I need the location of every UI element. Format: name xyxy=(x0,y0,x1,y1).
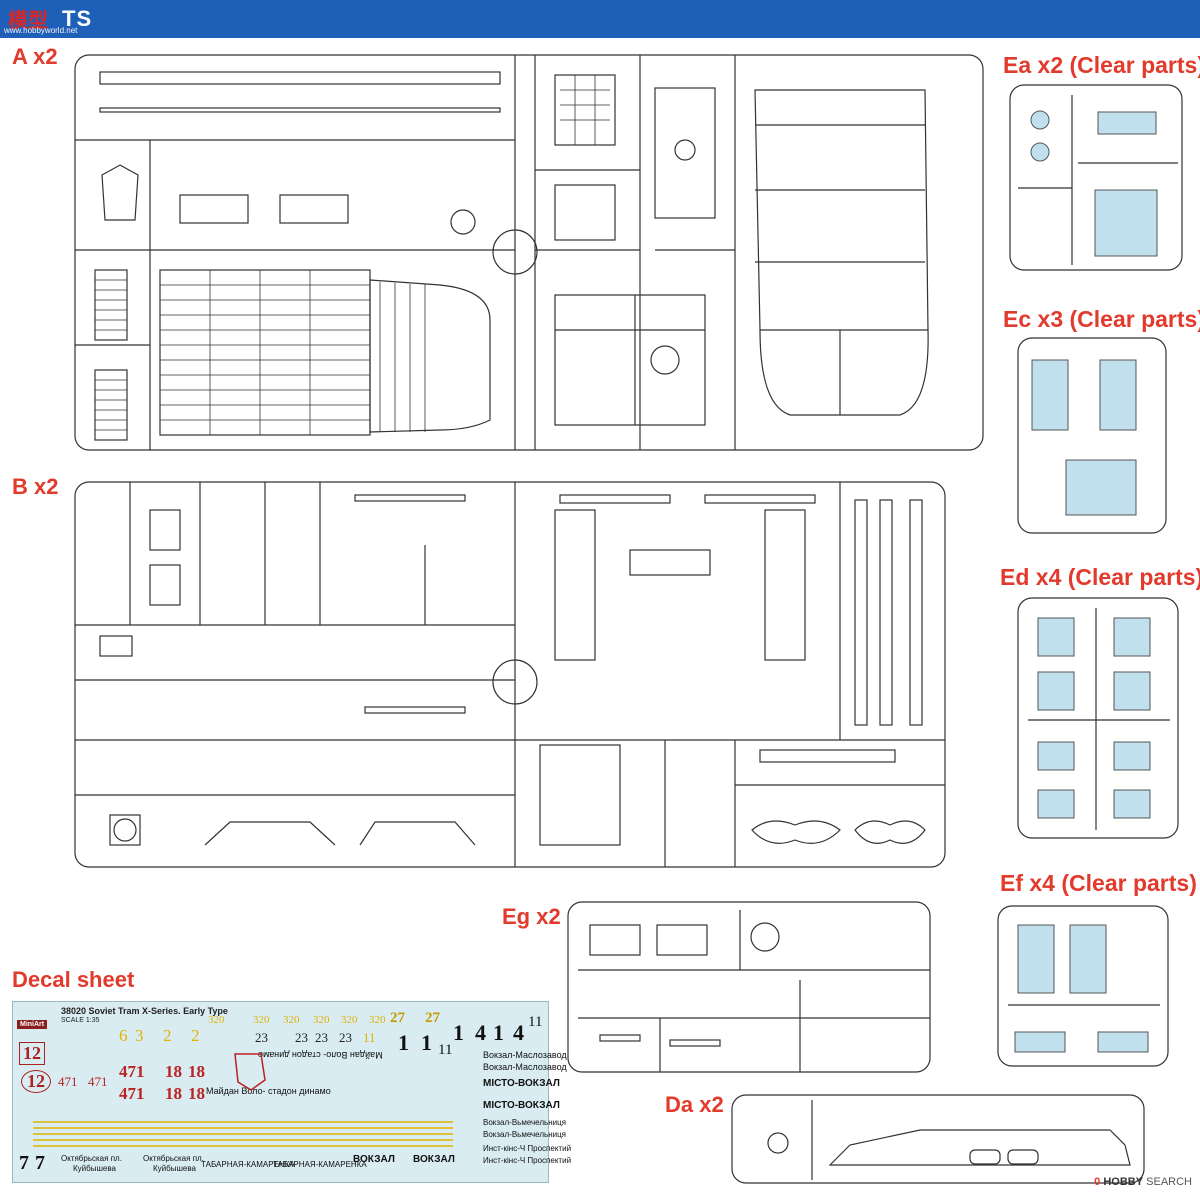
decal-route: Вокзал-Вьмечельниця xyxy=(483,1118,566,1127)
decal-route: Вокзал-Маслозавод xyxy=(483,1050,567,1060)
label-sprue-ef: Ef x4 (Clear parts) xyxy=(1000,870,1197,896)
decal-number: 2 xyxy=(163,1026,172,1045)
decal-stop: Куйбышева xyxy=(73,1164,116,1173)
sprue-eg-frame xyxy=(567,901,931,1073)
decal-number: 4 xyxy=(513,1020,524,1045)
decal-number: 4 xyxy=(475,1020,486,1045)
decal-number: 27 xyxy=(425,1010,440,1026)
decal-number: 18 xyxy=(165,1062,182,1081)
decal-number: 320 xyxy=(283,1014,300,1026)
label-sprue-b: B x2 xyxy=(12,474,59,499)
decal-number: 23 xyxy=(295,1030,308,1045)
decal-stop: Октябрьская пл. xyxy=(143,1154,204,1163)
decal-route: Инст-кінс-Ч Проспектий xyxy=(483,1144,572,1153)
decal-route: Вокзал-Вьмечельниця xyxy=(483,1130,566,1139)
decal-number: 320 xyxy=(253,1014,270,1026)
decal-route: МІСТО-ВОКЗАЛ xyxy=(483,1100,560,1111)
decal-number: 11 xyxy=(363,1030,376,1045)
sprue-ec-frame xyxy=(1017,337,1167,534)
decal-number: 2 xyxy=(191,1026,200,1045)
decal-stripes xyxy=(33,1053,453,1147)
footer-brand-2: SEARCH xyxy=(1146,1176,1192,1188)
footer-brand: HOBBY xyxy=(1103,1176,1144,1188)
label-decal-sheet: Decal sheet xyxy=(12,967,135,992)
page-title: TS xyxy=(62,6,93,31)
decal-number: 23 xyxy=(315,1030,328,1045)
sprue-b-frame xyxy=(74,481,946,868)
decal-sheet: 38020 Soviet Tram X-Series. Early Type M… xyxy=(12,1001,571,1183)
footer-watermark: 0 HOBBY SEARCH xyxy=(1094,1176,1192,1188)
decal-stop: ТАБАРНАЯ-КАМАРЕНКА xyxy=(273,1160,367,1169)
logo-subtext: www.hobbyworld.net xyxy=(4,26,78,35)
decal-number: 471 xyxy=(119,1062,145,1081)
decal-stop: ВОКЗАЛ xyxy=(353,1154,395,1165)
decal-number: 11 xyxy=(528,1014,543,1030)
decal-number: 11 xyxy=(438,1042,453,1058)
decal-number: 320 xyxy=(341,1014,358,1026)
sprue-a-frame xyxy=(74,54,984,451)
decal-route-box-12: 12 xyxy=(19,1042,45,1065)
decal-number: 1 xyxy=(421,1030,432,1055)
decal-number: 6 xyxy=(119,1026,128,1045)
decal-number: 7 xyxy=(19,1152,29,1174)
label-sprue-da: Da x2 xyxy=(665,1092,724,1117)
decal-stop: ТАБАРНАЯ-КАМАРЕНКА xyxy=(201,1160,295,1169)
label-sprue-eg: Eg x2 xyxy=(502,904,561,929)
decal-number: 1 xyxy=(493,1020,504,1045)
decal-number: 320 xyxy=(313,1014,330,1026)
decal-number: 1 xyxy=(398,1030,409,1055)
label-sprue-ea: Ea x2 (Clear parts) xyxy=(1003,52,1200,78)
header-bar: 模型 www.hobbyworld.net TS xyxy=(0,0,1200,38)
decal-number: 23 xyxy=(339,1030,352,1045)
footer-count: 0 xyxy=(1094,1176,1101,1188)
decal-route: Инст-кінс-Ч Проспектий xyxy=(483,1156,572,1165)
decal-stop: Куйбышева xyxy=(153,1164,196,1173)
decal-number: 320 xyxy=(208,1014,225,1026)
decal-stop: Октябрьская пл. xyxy=(61,1154,122,1163)
decal-route-circle-12: 12 xyxy=(21,1070,51,1093)
decal-route: Вокзал-Маслозавод xyxy=(483,1062,567,1072)
logo-text: 模型 xyxy=(8,8,48,32)
site-logo: 模型 www.hobbyworld.net xyxy=(4,4,77,36)
decal-number: 23 xyxy=(255,1030,268,1045)
decal-brand: MiniArt xyxy=(17,1020,48,1029)
decal-number: 7 xyxy=(35,1152,45,1174)
decal-header: 38020 Soviet Tram X-Series. Early Type xyxy=(61,1006,228,1016)
decal-number: 320 xyxy=(369,1014,386,1026)
sprue-ed-frame xyxy=(1017,597,1179,839)
decal-number: 471 xyxy=(58,1074,78,1089)
decal-number: 471 xyxy=(119,1084,145,1103)
decal-text: Майдан Воло- стадон динамо xyxy=(206,1086,331,1096)
decal-number: 3 xyxy=(135,1026,144,1045)
label-sprue-ed: Ed x4 (Clear parts) xyxy=(1000,564,1200,590)
label-sprue-ec: Ec x3 (Clear parts) xyxy=(1003,306,1200,332)
label-sprue-a: A x2 xyxy=(12,44,58,69)
decal-number: 18 xyxy=(188,1062,205,1081)
decal-route: МІСТО-ВОКЗАЛ xyxy=(483,1078,560,1089)
decal-stop: ВОКЗАЛ xyxy=(413,1154,455,1165)
decal-number: 18 xyxy=(165,1084,182,1103)
sprue-da-frame xyxy=(731,1094,1145,1184)
decal-number: 471 xyxy=(88,1074,108,1089)
decal-number: 1 xyxy=(453,1020,464,1045)
decal-scale: SCALE 1:35 xyxy=(61,1017,100,1024)
sprue-ef-frame xyxy=(997,905,1169,1067)
decal-number: 27 xyxy=(390,1010,405,1026)
sprue-ea-frame xyxy=(1009,84,1183,271)
decal-number: 18 xyxy=(188,1084,205,1103)
